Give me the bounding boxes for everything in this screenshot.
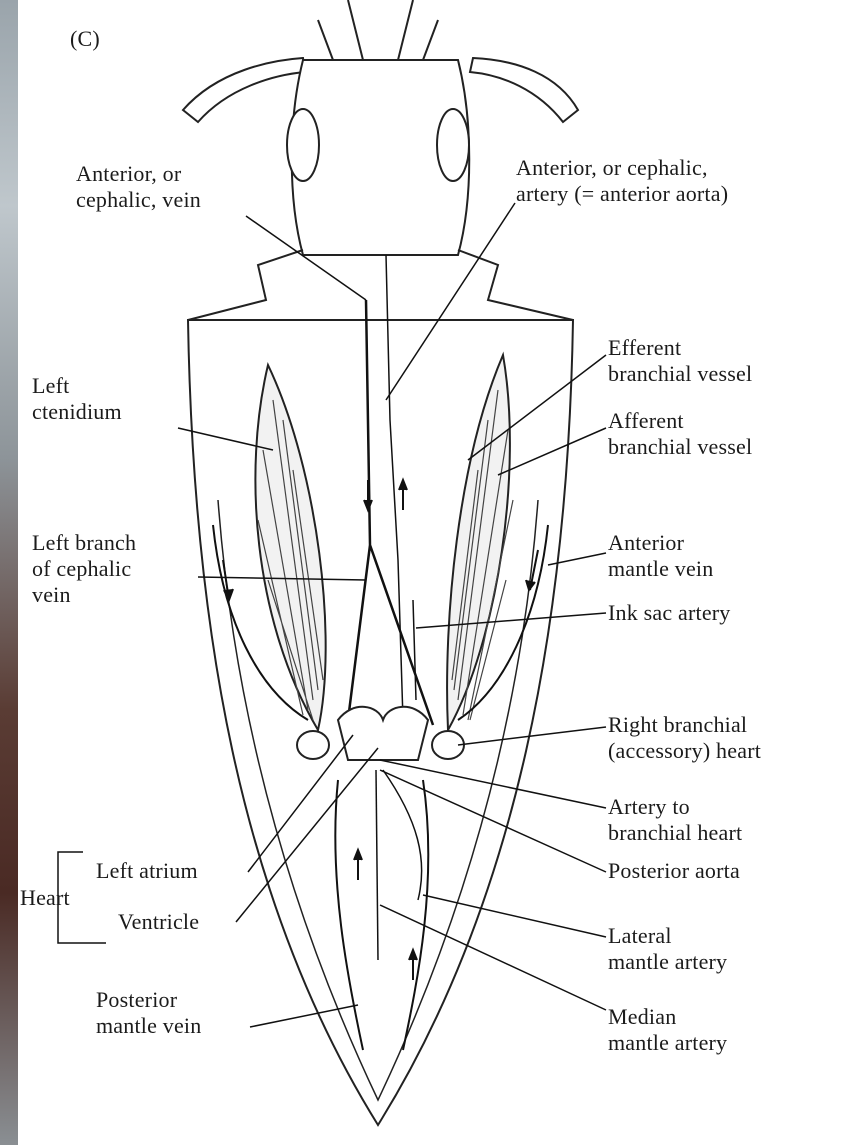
arm-base (318, 0, 438, 60)
label-posterior-aorta: Posterior aorta (608, 858, 740, 884)
label-ink-sac-artery: Ink sac artery (608, 600, 731, 626)
label-ventricle: Ventricle (118, 909, 199, 935)
collar (188, 250, 573, 320)
label-right-branchial-heart: Right branchial(accessory) heart (608, 712, 761, 764)
left-eye (287, 109, 319, 181)
left-tentacle (183, 58, 305, 122)
label-heart: Heart (20, 885, 70, 911)
label-anterior-cephalic-artery: Anterior, or cephalic,artery (= anterior… (516, 155, 728, 207)
panel-label: (C) (70, 26, 100, 52)
label-left-atrium: Left atrium (96, 858, 198, 884)
right-eye (437, 109, 469, 181)
left-branchial-heart-shape (297, 731, 329, 759)
right-tentacle (470, 58, 578, 122)
